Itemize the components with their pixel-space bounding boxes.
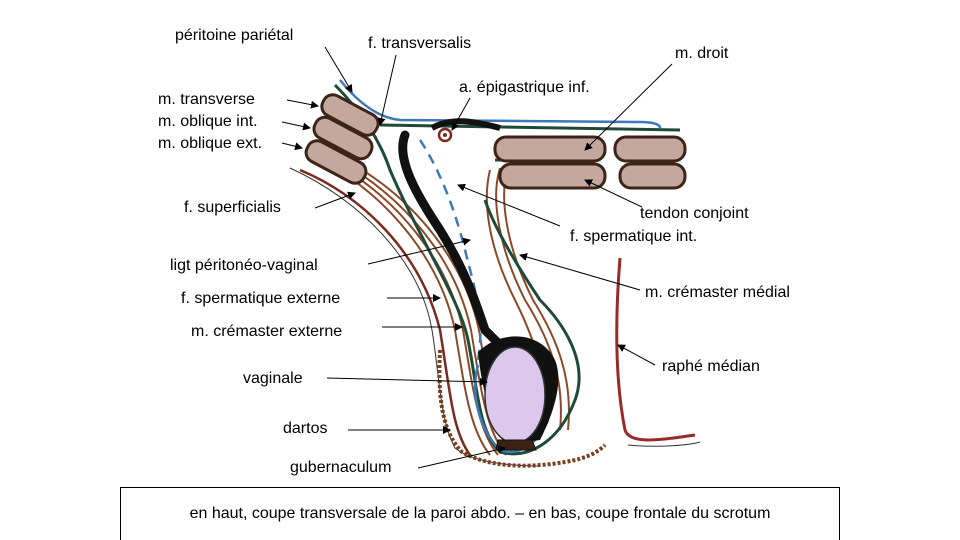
- muscle-oblique-ext: [304, 139, 368, 185]
- testis: [484, 346, 546, 444]
- label-f-transversalis: f. transversalis: [368, 35, 471, 52]
- skin-right: [627, 441, 701, 447]
- label-gubernaculum: gubernaculum: [290, 459, 391, 476]
- label-m-cremaster-medial: m. crémaster médial: [645, 284, 790, 301]
- labels: péritoine pariétal f. transversalis m. d…: [158, 27, 790, 476]
- skin-outline: [289, 167, 541, 467]
- gubernaculum-tuft: [495, 439, 537, 451]
- label-m-oblique-int: m. oblique int.: [158, 113, 258, 130]
- label-f-spermatique-externe: f. spermatique externe: [181, 290, 340, 307]
- cremaster-externe-bundle: [329, 164, 515, 456]
- label-dartos: dartos: [283, 420, 327, 437]
- label-m-droit: m. droit: [675, 45, 729, 62]
- label-raphe-median: raphé médian: [662, 358, 760, 375]
- ligt-peritoneo-vaginal: [398, 130, 505, 350]
- label-vaginale: vaginale: [243, 370, 303, 387]
- label-f-spermatique-int: f. spermatique int.: [570, 228, 697, 245]
- label-m-transverse: m. transverse: [158, 91, 255, 108]
- left-muscles: [304, 93, 380, 185]
- muscle-oblique-int: [312, 115, 374, 161]
- rectus-muscles: [493, 135, 687, 190]
- caption-box: en haut, coupe transversale de la paroi …: [120, 487, 840, 540]
- label-a-epigastrique: a. épigastrique inf.: [459, 79, 590, 96]
- epigastric-tail: [430, 118, 501, 131]
- label-tendon-conjoint: tendon conjoint: [640, 205, 749, 222]
- label-m-oblique-ext: m. oblique ext.: [158, 135, 262, 152]
- dartos-layer: [437, 349, 607, 468]
- label-f-superficialis: f. superficialis: [184, 199, 281, 216]
- inguinal-scrotum-diagram: péritoine pariétal f. transversalis m. d…: [158, 27, 790, 476]
- label-ligt-peritoneo-vaginal: ligt péritonéo-vaginal: [170, 257, 318, 274]
- label-m-cremaster-externe: m. crémaster externe: [191, 323, 342, 340]
- raphe-median-line: [615, 257, 696, 442]
- anatomy: [289, 79, 701, 468]
- leader-lines: [281, 46, 673, 469]
- label-peritoine-parietal: péritoine pariétal: [175, 27, 293, 44]
- caption-text: en haut, coupe transversale de la paroi …: [189, 505, 771, 522]
- muscle-transverse: [320, 93, 380, 137]
